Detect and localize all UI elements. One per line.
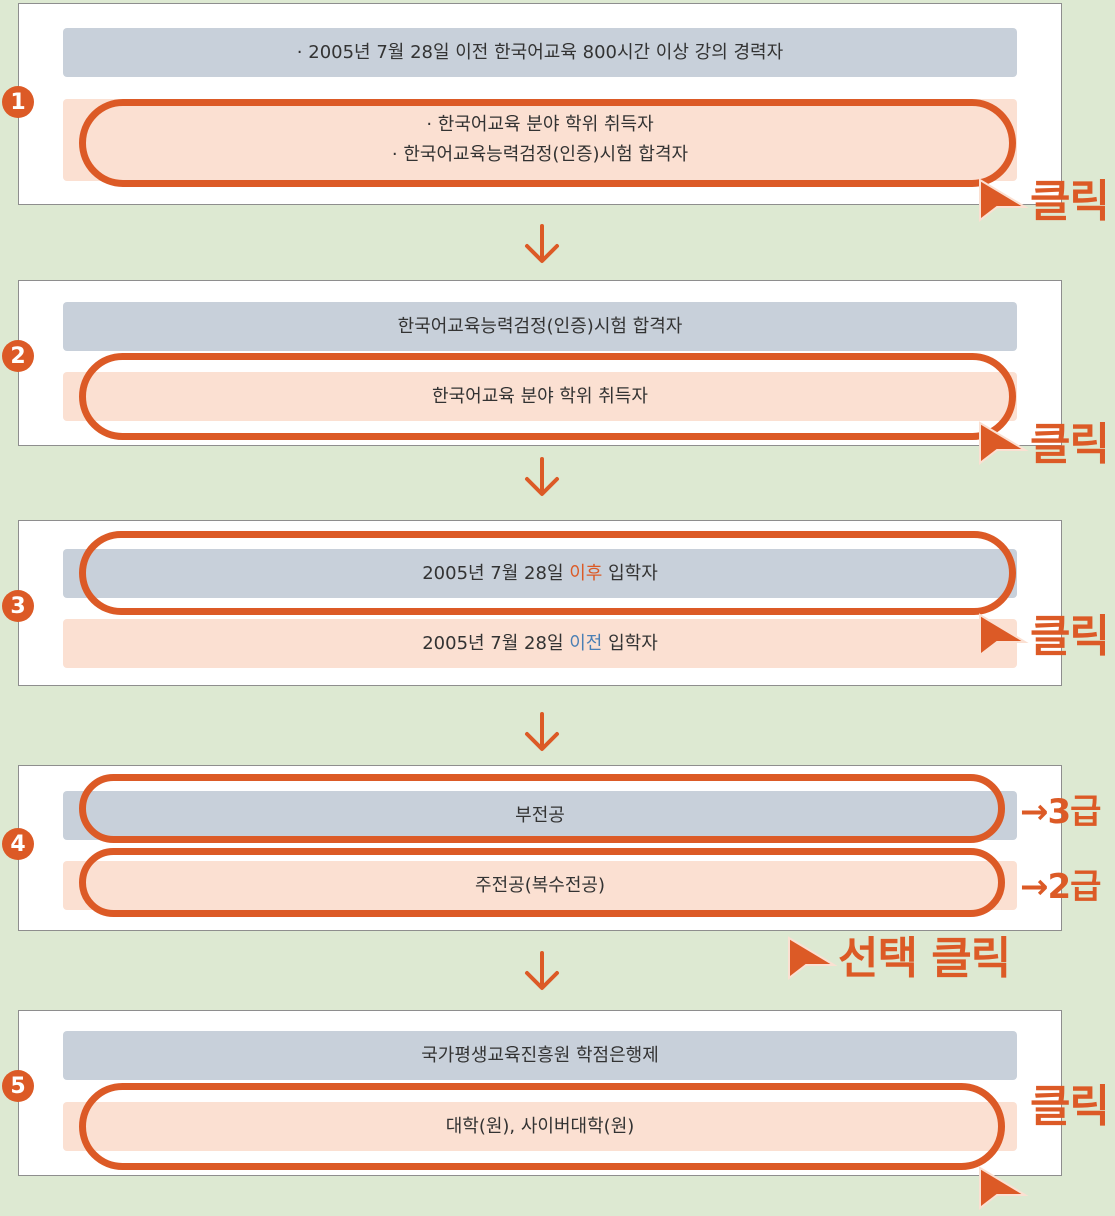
option-label: 주전공(복수전공) — [475, 874, 605, 896]
option-exam-passer[interactable]: 한국어교육능력검정(인증)시험 합격자 — [63, 302, 1017, 351]
cursor-icon — [979, 1166, 1029, 1211]
keyword-before: 이전 — [569, 632, 603, 654]
step-2-badge: 2 — [2, 340, 34, 372]
click-label: 클릭 — [1030, 611, 1110, 662]
cursor-icon — [979, 613, 1029, 658]
cursor-icon — [979, 421, 1029, 466]
click-label: 클릭 — [1030, 419, 1110, 470]
step-3-badge: 3 — [2, 590, 34, 622]
click-label: 클릭 — [1030, 1081, 1110, 1132]
step-4-panel: 부전공 주전공(복수전공) — [18, 765, 1062, 931]
click-label: 클릭 — [1030, 176, 1110, 227]
option-before-date[interactable]: 2005년 7월 28일 이전 입학자 — [63, 619, 1017, 668]
selection-highlight — [79, 531, 1016, 615]
down-arrow-icon — [525, 457, 559, 496]
option-label: 한국어교육 분야 학위 취득자 — [432, 385, 648, 407]
option-label: 국가평생교육진흥원 학점은행제 — [421, 1044, 659, 1066]
option-minor[interactable]: 부전공 — [63, 791, 1017, 840]
option-lecture-experience[interactable]: · 2005년 7월 28일 이전 한국어교육 800시간 이상 강의 경력자 — [63, 28, 1017, 77]
step-5-badge: 5 — [2, 1070, 34, 1102]
down-arrow-icon — [525, 224, 559, 263]
option-label-prefix: 2005년 7월 28일 — [422, 632, 570, 654]
option-label-line-1: · 한국어교육 분야 학위 취득자 — [426, 114, 654, 135]
option-credit-bank[interactable]: 국가평생교육진흥원 학점은행제 — [63, 1031, 1017, 1080]
down-arrow-icon — [525, 712, 559, 751]
option-label: 2005년 7월 28일 이후 입학자 — [422, 559, 658, 589]
option-label-suffix: 입학자 — [602, 632, 658, 654]
option-label: 대학(원), 사이버대학(원) — [445, 1115, 635, 1137]
result-grade-2: →2급 — [1020, 867, 1101, 907]
selection-highlight — [79, 1083, 1005, 1170]
selection-highlight-major — [79, 848, 1005, 917]
option-degree-holder[interactable]: 한국어교육 분야 학위 취득자 — [63, 372, 1017, 421]
option-university[interactable]: 대학(원), 사이버대학(원) — [63, 1102, 1017, 1151]
option-label: 부전공 — [515, 804, 565, 826]
option-label-line-2: · 한국어교육능력검정(인증)시험 합격자 — [391, 144, 689, 165]
option-after-date[interactable]: 2005년 7월 28일 이후 입학자 — [63, 549, 1017, 598]
option-label: 한국어교육능력검정(인증)시험 합격자 — [397, 315, 683, 337]
option-label-prefix: 2005년 7월 28일 — [422, 562, 570, 584]
down-arrow-icon — [525, 951, 559, 990]
step-2-panel: 한국어교육능력검정(인증)시험 합격자 한국어교육 분야 학위 취득자 — [18, 280, 1062, 446]
step-5-panel: 국가평생교육진흥원 학점은행제 대학(원), 사이버대학(원) — [18, 1010, 1062, 1176]
step-3-panel: 2005년 7월 28일 이후 입학자 2005년 7월 28일 이전 입학자 — [18, 520, 1062, 686]
select-click-label: 선택 클릭 — [838, 933, 1011, 984]
option-label: 2005년 7월 28일 이전 입학자 — [422, 629, 658, 659]
option-label: · 2005년 7월 28일 이전 한국어교육 800시간 이상 강의 경력자 — [296, 41, 784, 63]
option-major[interactable]: 주전공(복수전공) — [63, 861, 1017, 910]
selection-highlight-minor — [79, 774, 1005, 843]
keyword-after: 이후 — [569, 562, 603, 584]
step-1-panel: · 2005년 7월 28일 이전 한국어교육 800시간 이상 강의 경력자 … — [18, 3, 1062, 205]
cursor-icon — [788, 936, 838, 981]
result-grade-3: →3급 — [1020, 792, 1101, 832]
step-1-badge: 1 — [2, 86, 34, 118]
option-label-suffix: 입학자 — [602, 562, 658, 584]
cursor-icon — [979, 178, 1029, 223]
selection-highlight — [79, 99, 1016, 187]
step-4-badge: 4 — [2, 828, 34, 860]
option-degree-or-exam[interactable]: · 한국어교육 분야 학위 취득자 · 한국어교육능력검정(인증)시험 합격자 — [63, 99, 1017, 181]
selection-highlight — [79, 353, 1016, 440]
